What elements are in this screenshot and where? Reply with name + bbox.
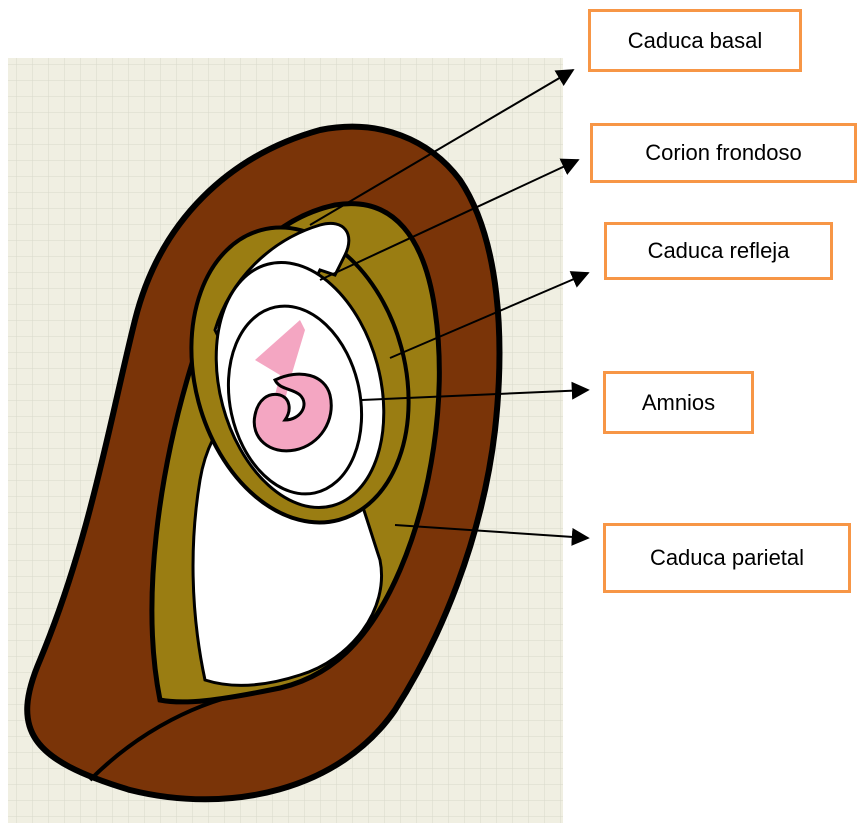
label-corion-frondoso: Corion frondoso xyxy=(590,123,857,183)
label-amnios-text: Amnios xyxy=(642,390,715,416)
label-corion-frondoso-text: Corion frondoso xyxy=(645,140,802,166)
label-amnios: Amnios xyxy=(603,371,754,434)
label-caduca-parietal: Caduca parietal xyxy=(603,523,851,593)
label-caduca-parietal-text: Caduca parietal xyxy=(650,545,804,571)
label-caduca-refleja: Caduca refleja xyxy=(604,222,833,280)
label-caduca-basal: Caduca basal xyxy=(588,9,802,72)
label-caduca-refleja-text: Caduca refleja xyxy=(648,238,790,264)
label-caduca-basal-text: Caduca basal xyxy=(628,28,763,54)
